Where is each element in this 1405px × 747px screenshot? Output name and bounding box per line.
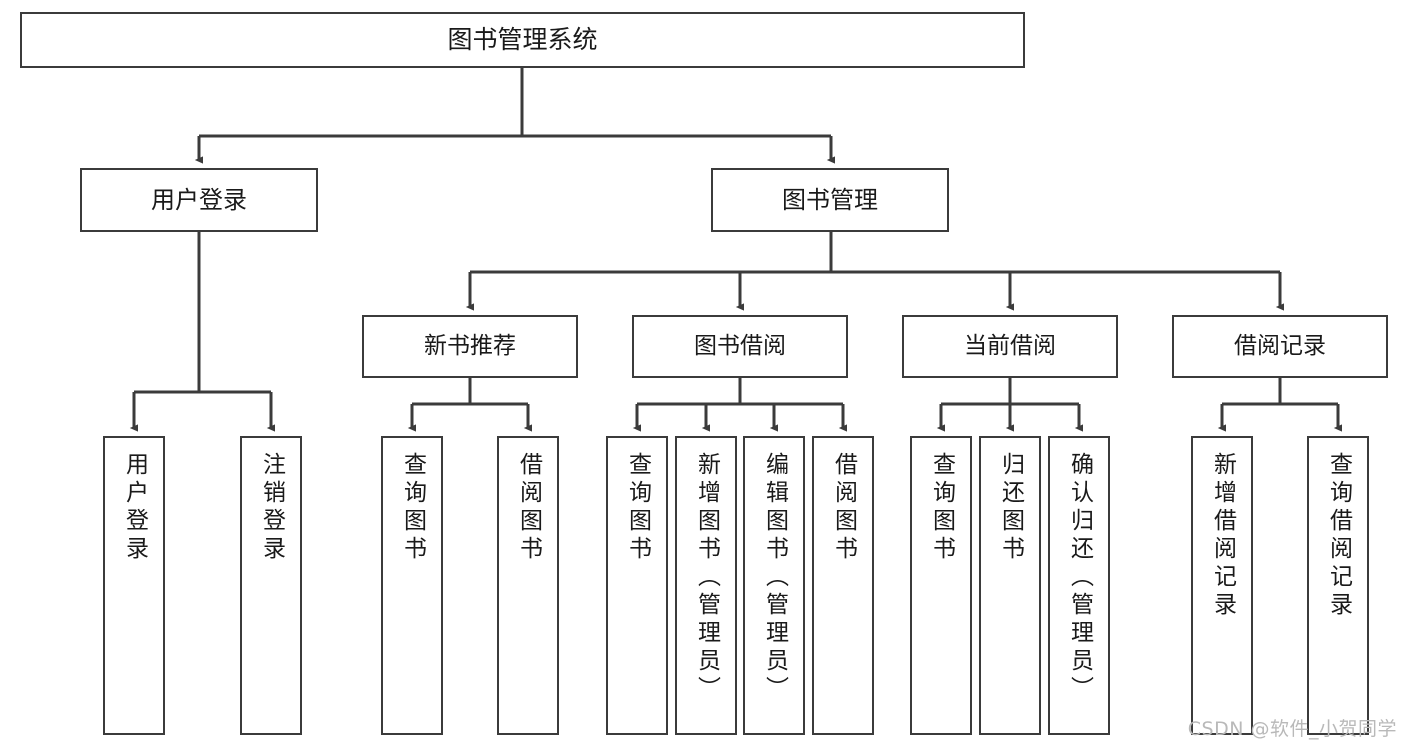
- leaf-query-book-3[interactable]: 查询图书: [910, 436, 972, 735]
- node-book-borrow[interactable]: 图书借阅: [632, 315, 848, 378]
- leaf-logout-login[interactable]: 注销登录: [240, 436, 302, 735]
- leaf-add-book-admin-label: 新增图书（管理员）: [693, 452, 720, 704]
- node-current-borrow[interactable]: 当前借阅: [902, 315, 1118, 378]
- node-book-manage-label: 图书管理: [782, 185, 878, 214]
- node-current-borrow-label: 当前借阅: [964, 332, 1056, 359]
- leaf-query-book-3-label: 查询图书: [928, 452, 955, 564]
- node-user-login-label: 用户登录: [151, 185, 247, 214]
- leaf-borrow-book-1[interactable]: 借阅图书: [497, 436, 559, 735]
- leaf-query-borrow-record-label: 查询借阅记录: [1325, 452, 1352, 620]
- leaf-query-book-1[interactable]: 查询图书: [381, 436, 443, 735]
- leaf-confirm-return-admin-label: 确认归还（管理员）: [1066, 452, 1093, 704]
- leaf-edit-book-admin[interactable]: 编辑图书（管理员）: [743, 436, 805, 735]
- leaf-add-borrow-record-label: 新增借阅记录: [1209, 452, 1236, 620]
- leaf-borrow-book-2-label: 借阅图书: [830, 452, 857, 564]
- leaf-borrow-book-2[interactable]: 借阅图书: [812, 436, 874, 735]
- node-book-borrow-label: 图书借阅: [694, 332, 786, 359]
- leaf-return-book-label: 归还图书: [997, 452, 1024, 564]
- leaf-query-book-1-label: 查询图书: [399, 452, 426, 564]
- node-book-manage[interactable]: 图书管理: [711, 168, 949, 232]
- leaf-logout-login-label: 注销登录: [258, 452, 285, 564]
- node-new-book-recommend[interactable]: 新书推荐: [362, 315, 578, 378]
- leaf-user-login[interactable]: 用户登录: [103, 436, 165, 735]
- leaf-return-book[interactable]: 归还图书: [979, 436, 1041, 735]
- leaf-confirm-return-admin[interactable]: 确认归还（管理员）: [1048, 436, 1110, 735]
- leaf-add-borrow-record[interactable]: 新增借阅记录: [1191, 436, 1253, 735]
- node-borrow-record[interactable]: 借阅记录: [1172, 315, 1388, 378]
- leaf-user-login-label: 用户登录: [121, 452, 148, 564]
- node-root-label: 图书管理系统: [447, 25, 598, 55]
- leaf-add-book-admin[interactable]: 新增图书（管理员）: [675, 436, 737, 735]
- leaf-edit-book-admin-label: 编辑图书（管理员）: [761, 452, 788, 704]
- node-borrow-record-label: 借阅记录: [1234, 332, 1326, 359]
- leaf-borrow-book-1-label: 借阅图书: [515, 452, 542, 564]
- node-user-login[interactable]: 用户登录: [80, 168, 318, 232]
- node-root[interactable]: 图书管理系统: [20, 12, 1025, 68]
- node-new-book-recommend-label: 新书推荐: [424, 332, 516, 359]
- leaf-query-borrow-record[interactable]: 查询借阅记录: [1307, 436, 1369, 735]
- leaf-query-book-2[interactable]: 查询图书: [606, 436, 668, 735]
- leaf-query-book-2-label: 查询图书: [624, 452, 651, 564]
